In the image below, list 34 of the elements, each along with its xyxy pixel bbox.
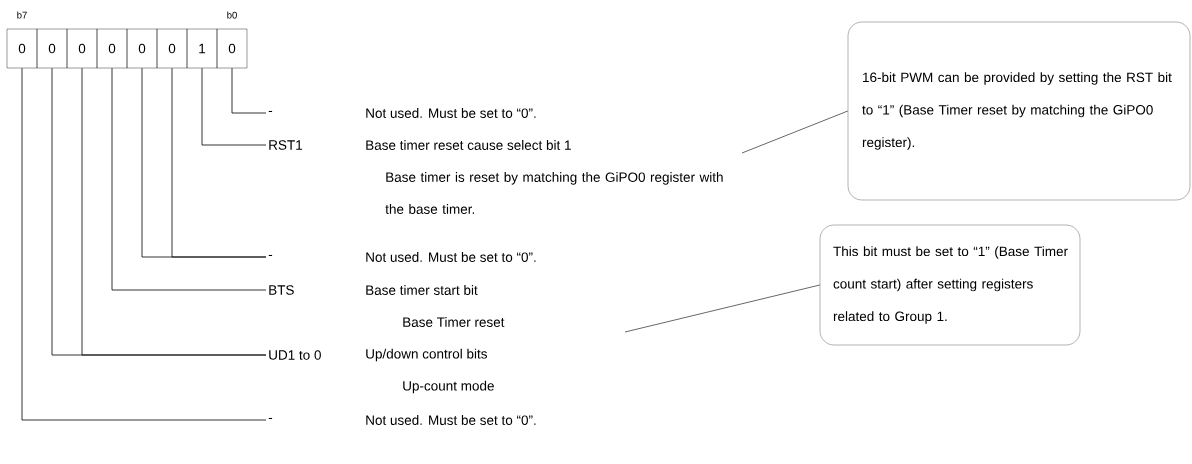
leader-line (741, 110, 849, 154)
bit-number: b0 (227, 11, 237, 19)
field-description: Base Timer reset (403, 317, 505, 327)
field-description: Base timer start bit (366, 285, 478, 295)
leader-line (624, 284, 821, 333)
bit-line (231, 67, 267, 114)
bit-cell: 0 (126, 28, 158, 69)
field-name: - (268, 110, 273, 112)
bit-cell: 0 (156, 28, 188, 69)
bit-line (141, 67, 267, 258)
field-name: UD1 to 0 (269, 350, 321, 360)
bit-line (21, 67, 267, 421)
field-name: - (268, 417, 273, 419)
field-name: RST1 (269, 140, 303, 150)
bit-cell: 0 (216, 28, 248, 69)
field-description: Base timer is reset by matching the GiPO0 register with the base timer. (385, 172, 723, 214)
callout-box: 16-bit PWM can be provided by setting the RST bit to “1” (Base Timer reset by matching the GiPO0 register). (847, 21, 1191, 201)
field-description: Not used. Must be set to “0”. (366, 108, 536, 118)
field-name: BTS (269, 285, 294, 295)
bit-cell: 1 (186, 28, 218, 69)
callout-box: This bit must be set to “1” (Base Timer count start) after setting registers related to Group 1. (819, 224, 1081, 346)
bit-cell: 0 (66, 28, 98, 69)
field-name: - (268, 254, 273, 256)
bit-line (111, 67, 267, 291)
field-description: Up/down control bits (366, 348, 487, 362)
bit-cell: 0 (36, 28, 68, 69)
field-description: Not used. Must be set to “0”. (366, 252, 536, 262)
field-description: Up-count mode (403, 380, 494, 394)
field-description: Not used. Must be set to “0”. (366, 415, 536, 425)
bit-number: b7 (17, 11, 27, 19)
bit-line (201, 67, 267, 146)
field-description: Base timer reset cause select bit 1 (366, 140, 571, 150)
bit-cell: 0 (6, 28, 38, 69)
bit-cell: 0 (96, 28, 128, 69)
